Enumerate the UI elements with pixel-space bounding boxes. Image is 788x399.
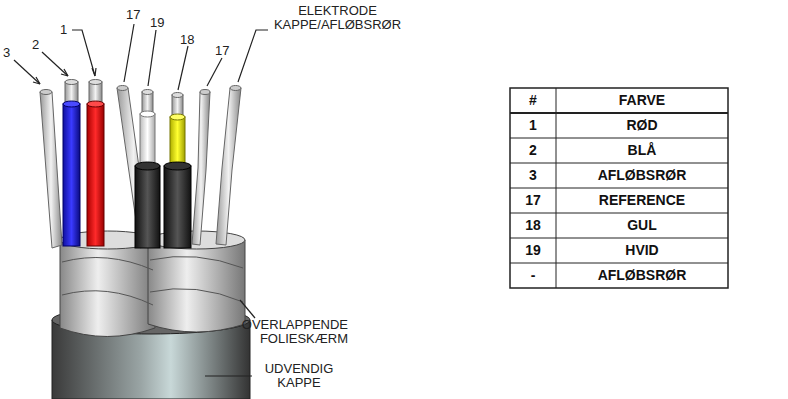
table-cell: AFLØBSRØR [557, 263, 727, 288]
table-cell: GUL [557, 213, 727, 238]
table-cell: AFLØBSRØR [557, 163, 727, 188]
table-cell: BLÅ [557, 138, 727, 163]
table-cell: 3 [511, 163, 555, 188]
table-header: # [511, 88, 555, 113]
part-label: ELEKTRODE KAPPE/AFLØBSRØR [270, 4, 405, 32]
color-table-grid [510, 88, 728, 288]
callout-number: 19 [150, 16, 164, 30]
leader-lines [14, 24, 268, 376]
table-cell: RØD [557, 113, 727, 138]
table-cell: 2 [511, 138, 555, 163]
callout-number: 1 [60, 23, 67, 37]
table-cell: 18 [511, 213, 555, 238]
table-cell: 17 [511, 188, 555, 213]
callout-number: 3 [3, 46, 10, 60]
table-cell: 1 [511, 113, 555, 138]
callout-number: 17 [215, 44, 229, 58]
part-label: OVERLAPPENDE FOLIESKÆRM [230, 318, 348, 346]
part-label: UDVENDIG KAPPE [254, 362, 344, 390]
callout-number: 18 [180, 33, 194, 47]
table-cell: REFERENCE [557, 188, 727, 213]
table-header: FARVE [557, 88, 727, 113]
table-cell: HVID [557, 238, 727, 263]
table-cell: 19 [511, 238, 555, 263]
callout-number: 17 [126, 8, 140, 22]
callout-number: 2 [32, 38, 39, 52]
table-cell: - [511, 263, 555, 288]
